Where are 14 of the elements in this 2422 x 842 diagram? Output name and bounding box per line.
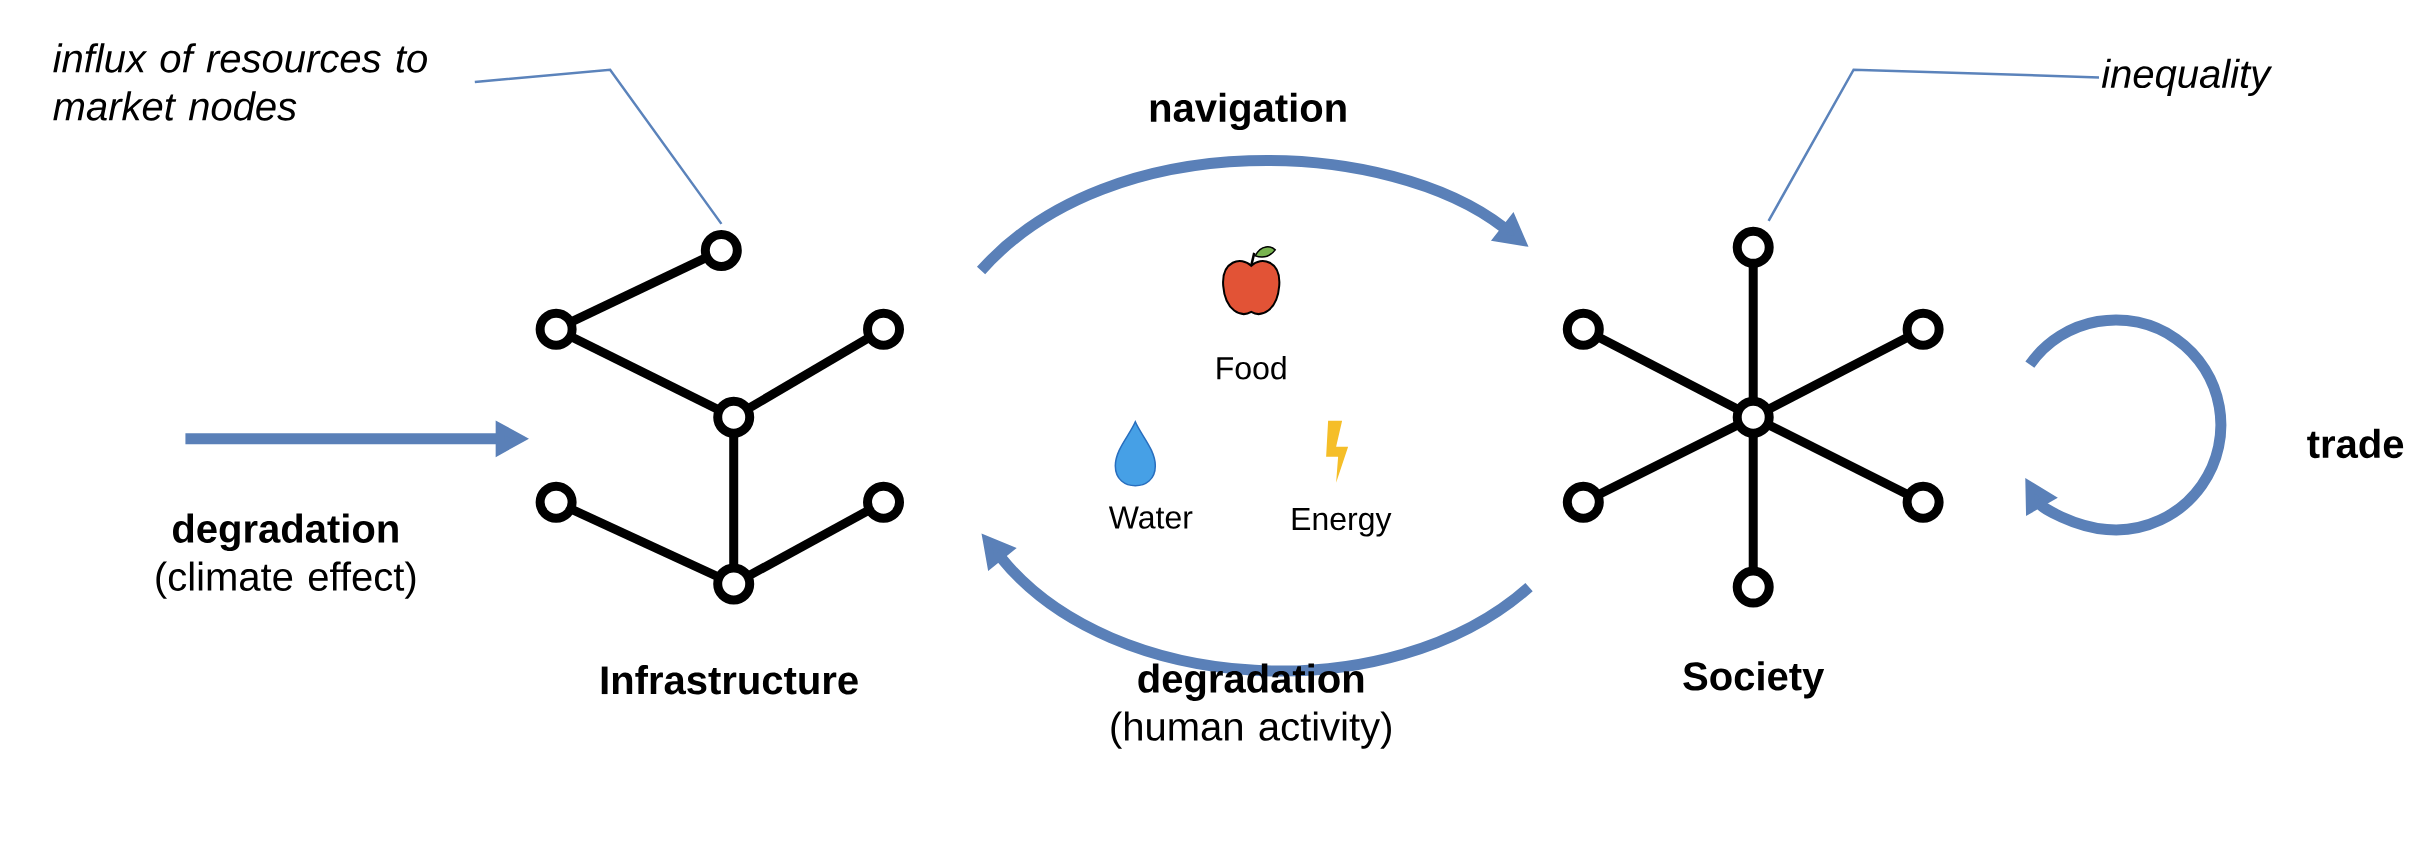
icon-label: Water: [1108, 506, 1193, 529]
node-label: Infrastructure: [601, 665, 858, 695]
edge-label: navigation: [1150, 92, 1346, 131]
edge-label: degradation (climate effect): [156, 513, 416, 599]
annotation-text: influx of resources to market nodes: [53, 43, 427, 121]
node-label: Society: [1683, 661, 1825, 699]
annotation-text: inequality: [2101, 58, 2273, 96]
edge-label: trade: [2307, 428, 2404, 459]
icon-label: Food: [1217, 356, 1286, 380]
leader-line: [474, 68, 723, 225]
arrow: [2025, 314, 2227, 536]
icon-label: Energy: [1292, 507, 1392, 537]
leader-line: [1767, 68, 2100, 222]
edge-label: degradation (human activity): [1111, 663, 1391, 749]
